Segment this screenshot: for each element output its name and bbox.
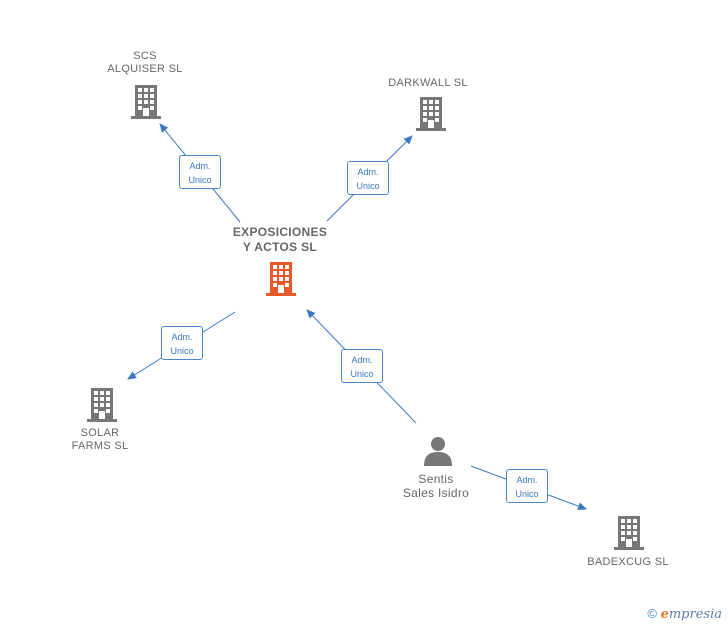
edge-role-line2: Unico [188,175,212,185]
node-darkwall-line1: DARKWALL SL [388,77,468,89]
edge-role-line2: Unico [350,369,374,379]
node-solar-line1: SOLAR [80,427,120,439]
edge-role-line2: Unico [170,346,194,356]
node-exposiciones-line2: Y ACTOS SL [242,240,318,254]
building-icon-badexcug [614,516,644,550]
edge-role-line1: Adm. [351,355,373,365]
edge-role-line2: Unico [356,181,380,191]
building-icon-solar [87,388,117,422]
person-icon-sentis [424,437,452,466]
node-label-badexcug[interactable]: BADEXCUG SL [578,556,678,569]
node-label-exposiciones[interactable]: EXPOSICIONES Y ACTOS SL [220,225,340,255]
edge-label-darkwall[interactable]: Adm. Unico [347,161,389,195]
building-icon-darkwall [416,97,446,131]
copyright-icon: © [647,606,657,621]
edge-label-exposiciones[interactable]: Adm. Unico [341,349,383,383]
edge-label-badexcug[interactable]: Adm. Unico [506,469,548,503]
building-icon-scs [131,85,161,119]
building-icon-exposiciones [266,262,296,296]
node-sentis-line2: Sales Isidro [402,486,470,500]
node-badexcug-line1: BADEXCUG SL [587,556,669,568]
node-label-sentis[interactable]: Sentis Sales Isidro [386,472,486,500]
node-sentis-line1: Sentis [418,472,454,486]
node-scs-line2: ALQUISER SL [107,63,183,75]
empresia-logo: empresia [660,607,722,622]
node-label-darkwall[interactable]: DARKWALL SL [378,77,478,90]
edge-role-line1: Adm. [189,161,211,171]
node-solar-line2: FARMS SL [71,440,129,452]
node-label-solar[interactable]: SOLAR FARMS SL [50,427,150,453]
edge-role-line1: Adm. [357,167,379,177]
node-scs-line1: SCS [133,50,157,62]
node-label-scs[interactable]: SCS ALQUISER SL [95,50,195,76]
edge-label-solar[interactable]: Adm. Unico [161,326,203,360]
edge-role-line1: Adm. [516,475,538,485]
empresia-watermark: © empresia [647,606,722,622]
edge-role-line2: Unico [515,489,539,499]
node-exposiciones-line1: EXPOSICIONES [232,225,328,239]
edge-label-scs[interactable]: Adm. Unico [179,155,221,189]
edge-role-line1: Adm. [171,332,193,342]
